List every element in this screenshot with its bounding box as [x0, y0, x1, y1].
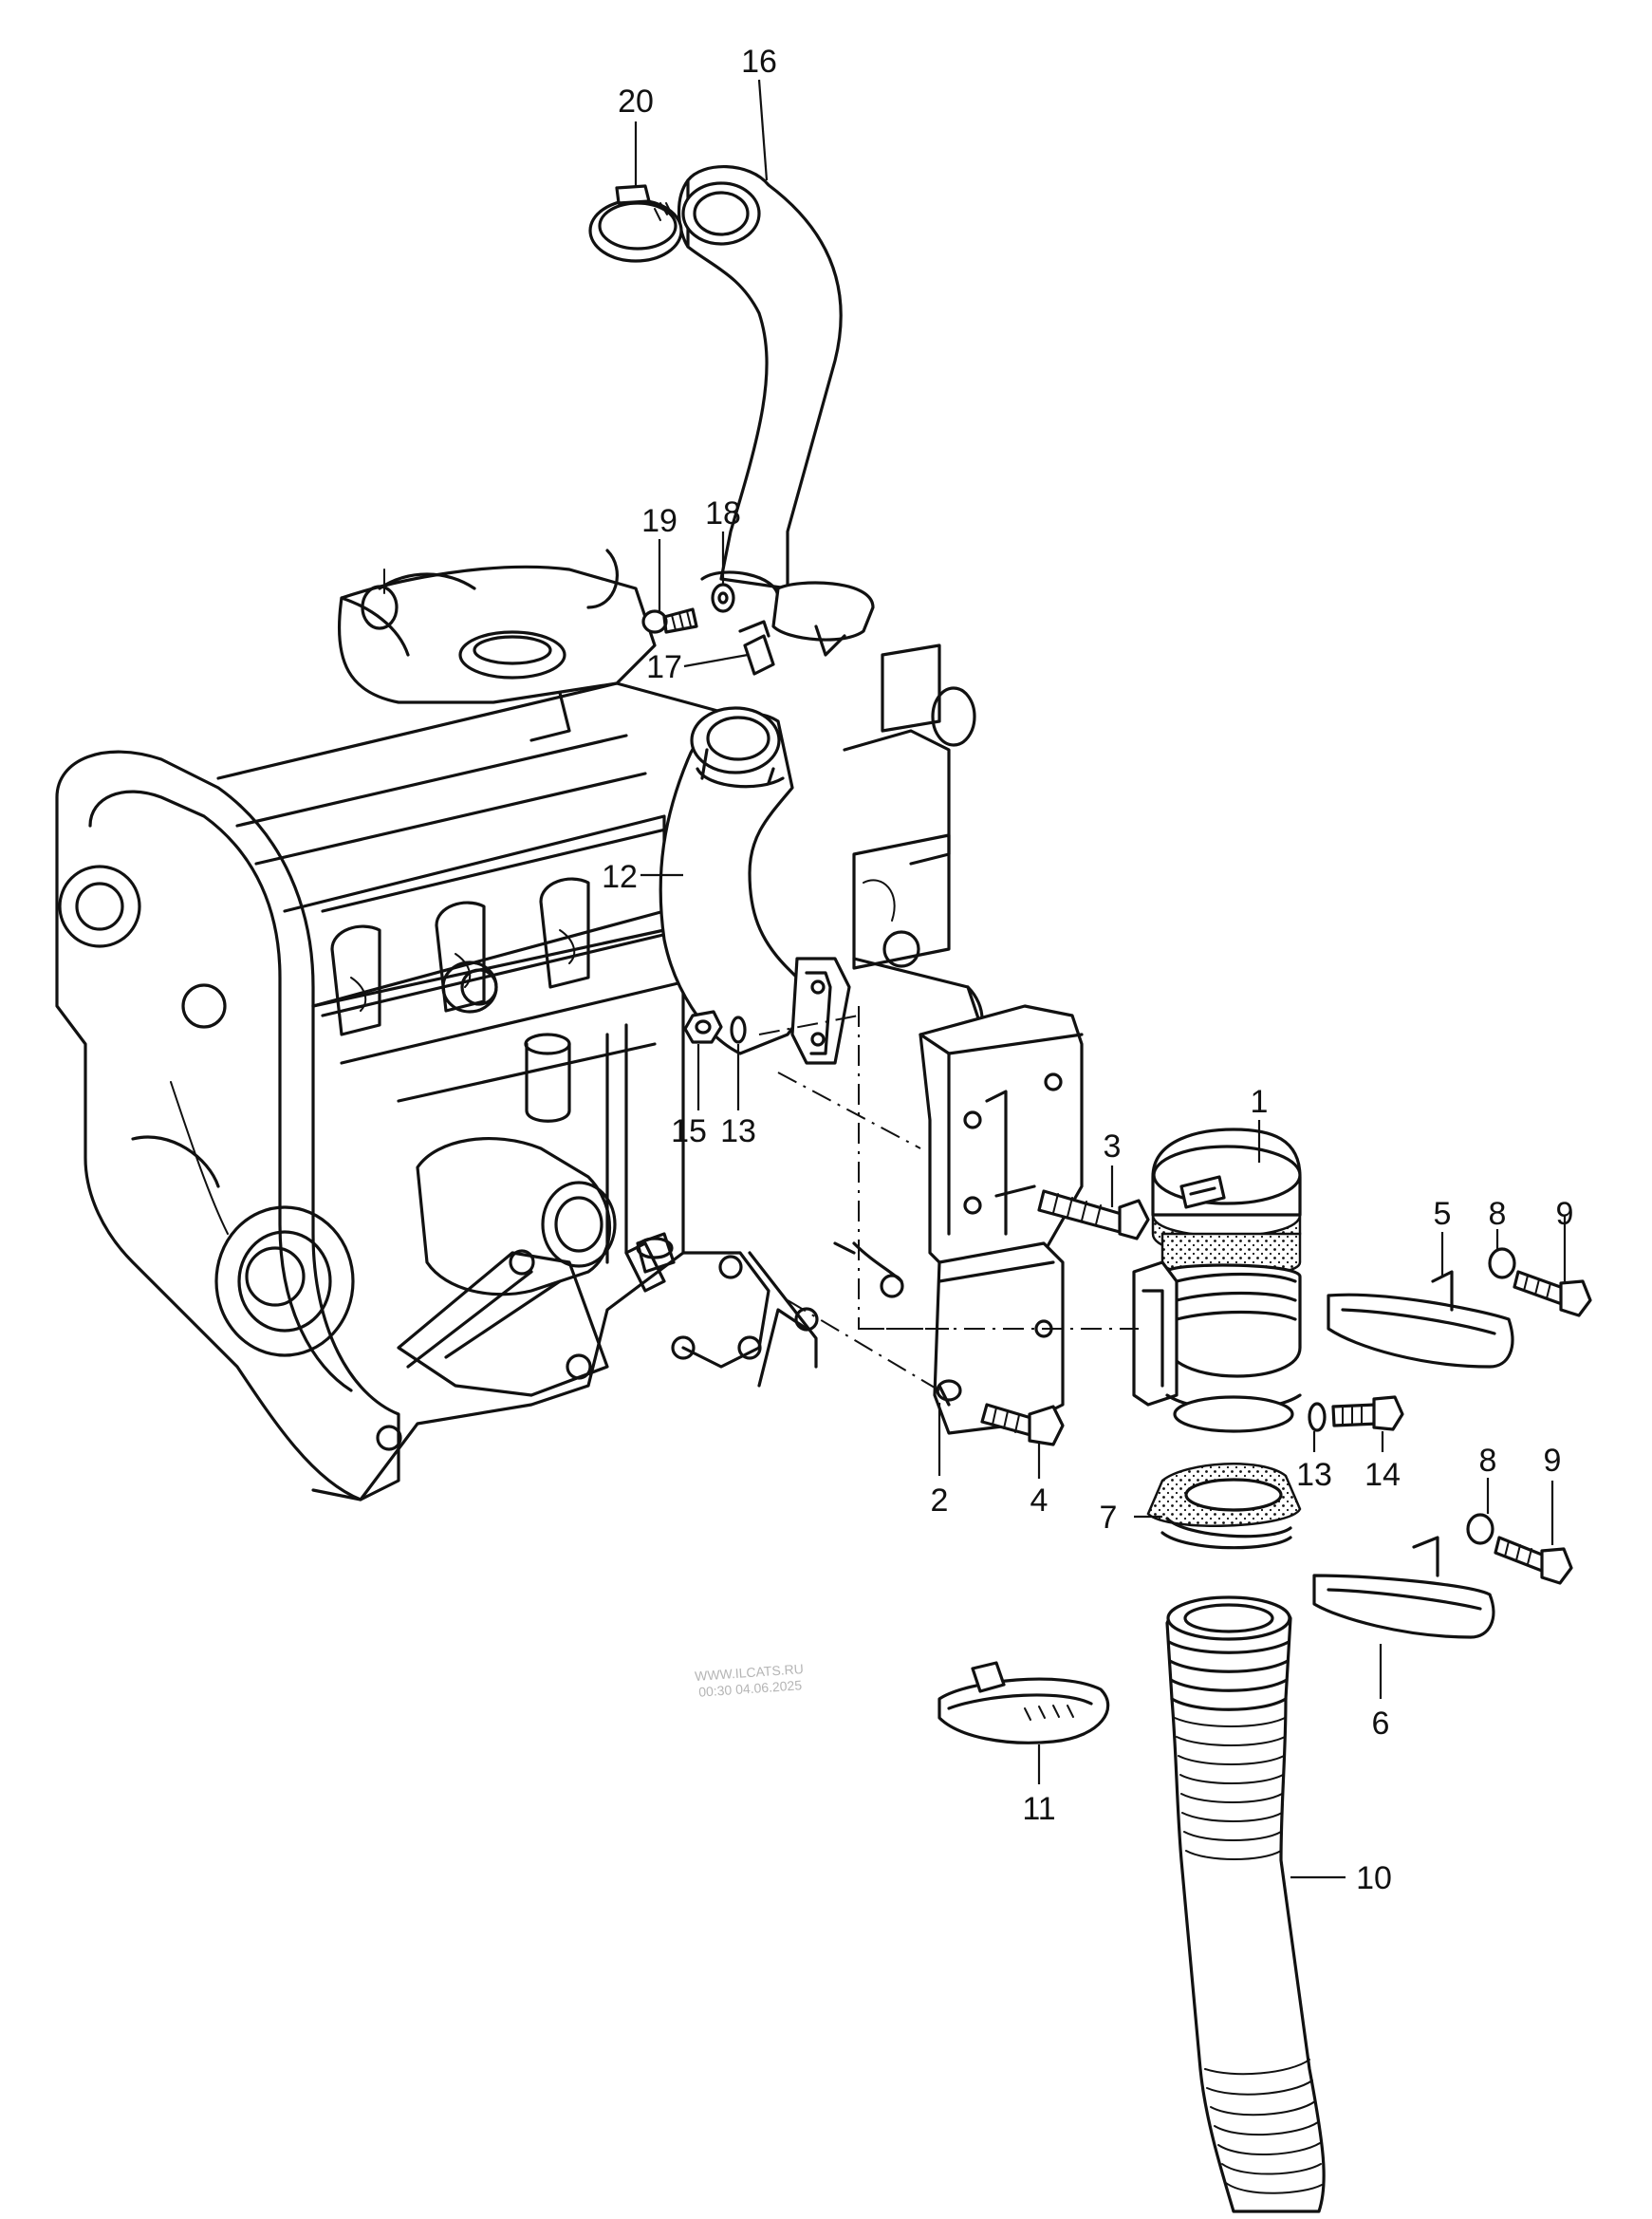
- watermark: WWW.ILCATS.RU 00:30 04.06.2025: [695, 1661, 805, 1700]
- callout-4: 4: [1030, 1482, 1049, 1519]
- callout-17: 17: [646, 649, 682, 685]
- callout-12: 12: [602, 859, 638, 895]
- callout-20: 20: [618, 84, 654, 120]
- callout-2: 2: [931, 1482, 949, 1519]
- callout-7: 7: [1100, 1500, 1118, 1536]
- callout-19: 19: [641, 503, 678, 539]
- washer-bolt-6: [1466, 1513, 1573, 1585]
- nut-washer-left: [683, 1010, 747, 1044]
- intercooler-hose: [659, 706, 851, 1065]
- callout-6: 6: [1372, 1706, 1390, 1742]
- watermark-site: WWW.ILCATS.RU: [695, 1661, 805, 1684]
- callout-18: 18: [705, 495, 741, 531]
- callout-15: 15: [671, 1113, 707, 1149]
- mounting-bracket-lower: [933, 1241, 1065, 1435]
- callout-16: 16: [741, 44, 777, 80]
- hose-clamp-lower: [937, 1661, 1110, 1744]
- callout-13-right: 13: [1296, 1457, 1332, 1493]
- callout-5: 5: [1434, 1196, 1452, 1232]
- air-flow-meter: [1132, 1128, 1302, 1433]
- callout-13-left: 13: [720, 1113, 756, 1149]
- engine-block: [55, 549, 989, 1501]
- callout-labels: 1 2 3 4 5 6 7 8 8 9 9 10 11 12 13 13 14 …: [602, 44, 1573, 1896]
- callout-11: 11: [1022, 1791, 1055, 1827]
- corrugated-intake-hose: [1165, 1595, 1326, 2213]
- washer-bolt-right: [1308, 1395, 1404, 1432]
- hose-clamp-upper: [588, 184, 683, 263]
- callout-1: 1: [1251, 1084, 1269, 1120]
- callout-9-lower: 9: [1544, 1443, 1562, 1479]
- callout-8-lower: 8: [1479, 1443, 1497, 1479]
- bolt-3: [1037, 1189, 1150, 1240]
- leader-lines: [634, 79, 1567, 1879]
- small-fasteners-top: [641, 583, 775, 676]
- callout-3: 3: [1104, 1128, 1122, 1165]
- mounting-bracket-upper: [919, 1004, 1084, 1274]
- washer-bolt-5: [1488, 1247, 1592, 1317]
- callout-8-upper: 8: [1489, 1196, 1507, 1232]
- watermark-timestamp: 00:30 04.06.2025: [698, 1677, 803, 1700]
- callout-14: 14: [1364, 1457, 1401, 1493]
- strap-bracket-6: [1312, 1536, 1495, 1639]
- bolt-4: [980, 1403, 1065, 1446]
- gasket-ring: [1146, 1463, 1302, 1550]
- upper-air-hose: [677, 164, 875, 657]
- callout-10: 10: [1356, 1860, 1392, 1896]
- strap-bracket-5: [1327, 1270, 1514, 1369]
- assembly-lines: [758, 1006, 1139, 1391]
- callout-9-upper: 9: [1556, 1196, 1574, 1232]
